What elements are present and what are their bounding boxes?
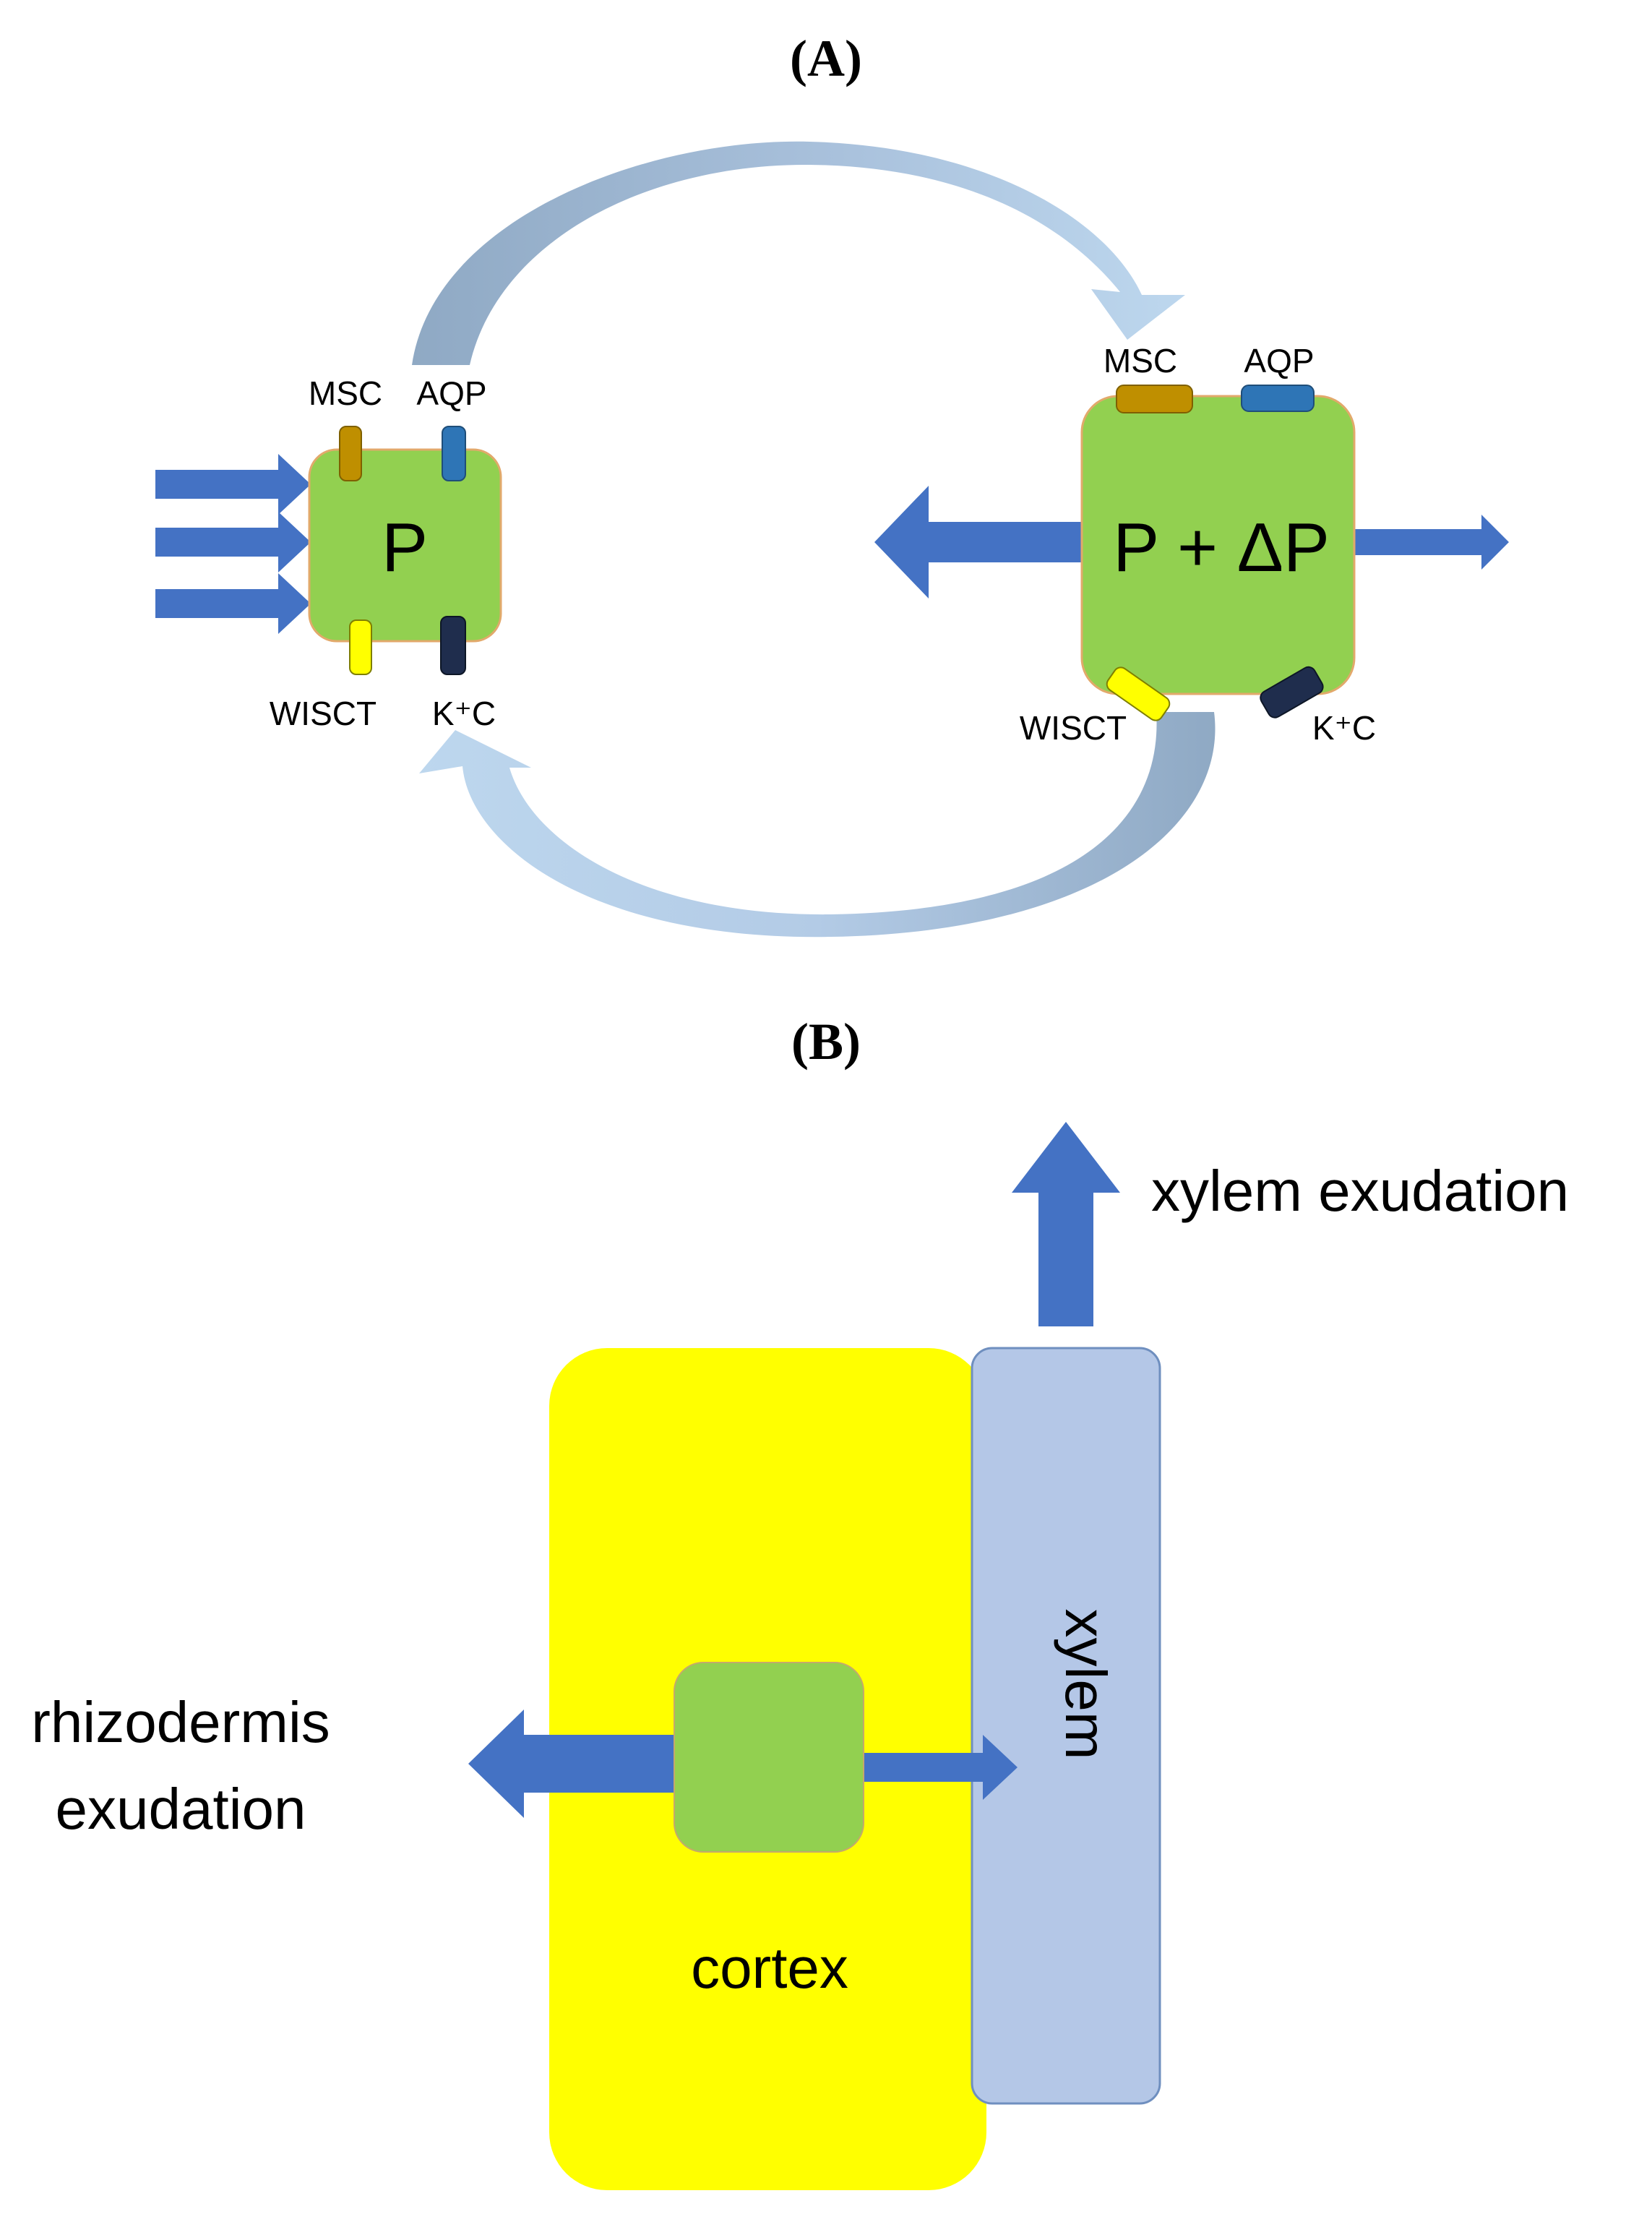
rhizodermis-exudation-arrow <box>468 1710 679 1818</box>
cycle-arrow-bottom <box>419 712 1216 938</box>
input-arrows <box>155 454 311 634</box>
kc-channel-right <box>1260 666 1324 718</box>
cell-left-text: P <box>382 509 428 586</box>
panel-b-label: (B) <box>791 1013 861 1071</box>
cell-left <box>308 448 502 643</box>
cell-right <box>1080 395 1356 695</box>
msc-channel-right <box>1116 385 1193 413</box>
msc-label-right: MSC <box>1104 342 1177 379</box>
wisct-channel-left <box>349 619 372 675</box>
aqp-channel-left <box>442 426 466 481</box>
cycle-arrow-top <box>412 141 1185 365</box>
cortex-label: cortex <box>691 1936 848 2000</box>
aqp-label-left: AQP <box>416 374 486 412</box>
input-arrow-3 <box>155 573 311 634</box>
output-arrow-left <box>874 486 1084 599</box>
cortex-to-xylem-arrow <box>860 1735 1018 1800</box>
rhizodermis-label-line1: rhizodermis <box>31 1690 330 1754</box>
msc-channel-left <box>339 426 362 481</box>
wisct-label-right: WISCT <box>1020 709 1127 747</box>
xylem-column <box>971 1347 1161 2105</box>
kc-channel-left <box>440 616 466 675</box>
cell-right-text: P + ΔP <box>1113 509 1330 586</box>
msc-label-left: MSC <box>309 374 382 412</box>
input-arrow-2 <box>155 512 311 572</box>
input-arrow-1 <box>155 454 311 515</box>
xylem-exudation-arrow <box>1012 1122 1120 1326</box>
wisct-label-left: WISCT <box>270 695 377 732</box>
output-arrow-right <box>1344 515 1509 570</box>
kc-label-right: K⁺C <box>1312 709 1376 747</box>
cortex-cell <box>674 1662 864 1853</box>
aqp-label-right: AQP <box>1244 342 1314 379</box>
wisct-channel-right <box>1106 666 1171 721</box>
xylem-exudation-label: xylem exudation <box>1151 1159 1569 1223</box>
xylem-label: xylem <box>1054 1609 1118 1760</box>
kc-label-left: K⁺C <box>432 695 496 732</box>
aqp-channel-right <box>1241 385 1315 412</box>
rhizodermis-label-line2: exudation <box>56 1777 306 1841</box>
panel-a-label: (A) <box>790 30 862 87</box>
